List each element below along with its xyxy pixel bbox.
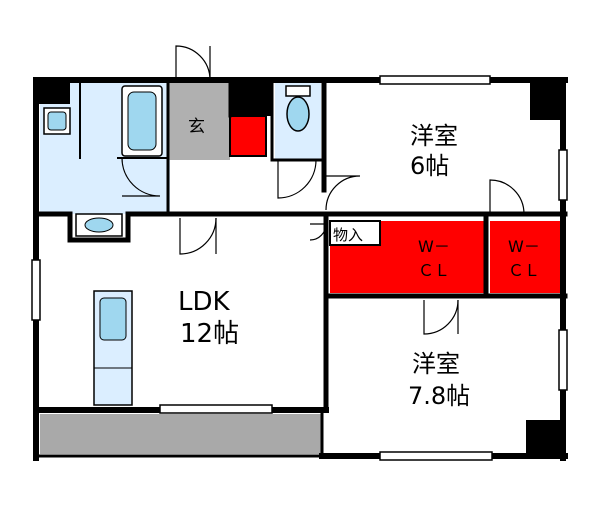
windows: [31, 75, 568, 461]
kitchen-sink: [99, 297, 127, 341]
toilet-icon: [286, 96, 310, 132]
storage-label: 物入: [333, 226, 363, 244]
western-room-78-name: 洋室: [412, 350, 460, 378]
pillar: [230, 80, 272, 116]
wcl-1-label-top: W－: [418, 237, 450, 256]
bathtub-basin: [127, 91, 157, 151]
western-room-6-size: 6帖: [410, 152, 449, 180]
vanity-bowl: [84, 217, 114, 233]
western-room-6-name: 洋室: [410, 122, 458, 150]
ldk-size: 12帖: [180, 319, 239, 349]
door-swing-icon: [121, 45, 525, 335]
pillar: [526, 420, 566, 458]
wcl-2-label-bottom: ＣＬ: [508, 261, 540, 280]
washroom-floor: [40, 160, 170, 214]
pillar: [530, 80, 566, 120]
storage-closet: [329, 220, 381, 246]
pillar: [36, 80, 70, 104]
ldk-name: LDK: [178, 287, 231, 317]
wcl-2-label-top: W－: [508, 237, 540, 256]
sink-bowl: [47, 111, 67, 131]
entrance-label: 玄: [188, 117, 205, 137]
entrance-area: [168, 82, 230, 160]
wcl-1-label-bottom: ＣＬ: [418, 261, 450, 280]
toilet-tank: [285, 85, 311, 97]
balcony: [40, 414, 322, 454]
walk-in-closet-2: [490, 221, 562, 293]
shoe-cabinet: [229, 115, 267, 157]
western-room-78-size: 7.8帖: [408, 382, 470, 410]
